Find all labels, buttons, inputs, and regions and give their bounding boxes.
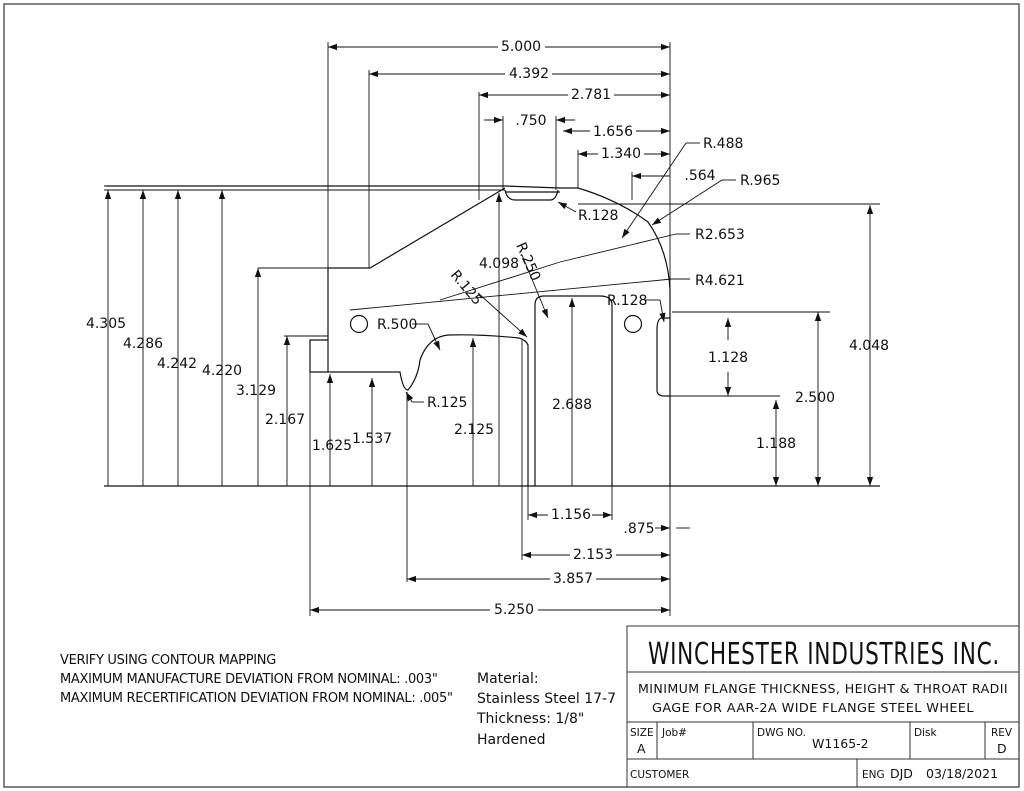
radius-128-notch: R.128 [607, 293, 647, 309]
dim-564: .564 [684, 168, 715, 184]
title-line-2: GAGE FOR AAR-2A WIDE FLANGE STEEL WHEEL [652, 700, 974, 715]
eng-label: ENG [862, 769, 885, 781]
radius-488: R.488 [703, 136, 743, 152]
dim-4220: 4.220 [202, 363, 242, 379]
dim-4392: 4.392 [509, 66, 549, 82]
dim-1340: 1.340 [601, 146, 641, 162]
radius-4621: R4.621 [695, 273, 745, 289]
dimension-lines [104, 43, 874, 614]
note-line-2: MAXIMUM MANUFACTURE DEVIATION FROM NOMIN… [60, 672, 438, 687]
part-outline [104, 185, 880, 487]
eng-value: DJD [890, 766, 913, 781]
radius-500: R.500 [377, 317, 417, 333]
dim-4098: 4.098 [479, 256, 519, 272]
title-line-1: MINIMUM FLANGE THICKNESS, HEIGHT & THROA… [638, 681, 1008, 696]
note-line-1: VERIFY USING CONTOUR MAPPING [60, 653, 276, 668]
dim-1156: 1.156 [551, 507, 591, 523]
extension-lines [104, 42, 880, 616]
radius-125-lower: R.125 [427, 395, 467, 411]
customer-label: CUSTOMER [630, 769, 689, 781]
dim-3857: 3.857 [553, 571, 593, 587]
dim-2500: 2.500 [795, 390, 835, 406]
dim-1128: 1.128 [708, 350, 748, 366]
sheet-border [3, 3, 1020, 788]
dim-2781: 2.781 [571, 87, 611, 103]
company-name: WINCHESTER INDUSTRIES INC. [648, 637, 1000, 672]
rev-value: D [997, 741, 1007, 756]
material-block: Material: Stainless Steel 17-7 Thickness… [476, 671, 616, 748]
material-line-1: Material: [477, 671, 539, 687]
material-line-2: Stainless Steel 17-7 [477, 691, 616, 707]
dim-1537: 1.537 [352, 431, 392, 447]
dim-875: .875 [623, 521, 654, 537]
dim-2125: 2.125 [454, 422, 494, 438]
dwg-value: W1165-2 [812, 736, 869, 751]
drawing-date: 03/18/2021 [926, 766, 998, 781]
dim-4048: 4.048 [849, 338, 889, 354]
rev-label: REV [991, 727, 1013, 739]
dim-2153: 2.153 [573, 547, 613, 563]
radius-128-slot: R.128 [578, 208, 618, 224]
dim-750: .750 [515, 113, 546, 129]
dimension-labels: 5.000 4.392 2.781 .750 1.656 1.340 .564 … [86, 39, 889, 618]
title-block-text: WINCHESTER INDUSTRIES INC. MINIMUM FLANG… [630, 637, 1013, 781]
dim-2688: 2.688 [552, 397, 592, 413]
dim-1656: 1.656 [593, 124, 633, 140]
dim-2167: 2.167 [265, 412, 305, 428]
dim-5000: 5.000 [501, 39, 541, 55]
dwg-label: DWG NO. [757, 727, 806, 739]
radius-965: R.965 [740, 173, 780, 189]
dim-4305: 4.305 [86, 316, 126, 332]
job-label: Job# [661, 727, 687, 739]
dim-3129: 3.129 [236, 383, 276, 399]
dim-4286: 4.286 [123, 336, 163, 352]
note-line-3: MAXIMUM RECERTIFICATION DEVIATION FROM N… [60, 691, 453, 706]
dim-1188: 1.188 [756, 436, 796, 452]
dim-1625: 1.625 [312, 438, 352, 454]
dim-4242: 4.242 [157, 356, 197, 372]
title-block [626, 625, 1020, 788]
notes: VERIFY USING CONTOUR MAPPING MAXIMUM MAN… [60, 653, 453, 706]
material-line-3: Thickness: 1/8" [476, 711, 584, 727]
size-label: SIZE [630, 727, 654, 739]
size-value: A [637, 741, 646, 756]
disk-label: Disk [914, 727, 937, 739]
radius-2653: R2.653 [695, 227, 745, 243]
dim-5250: 5.250 [494, 602, 534, 618]
material-line-4: Hardened [477, 732, 546, 748]
